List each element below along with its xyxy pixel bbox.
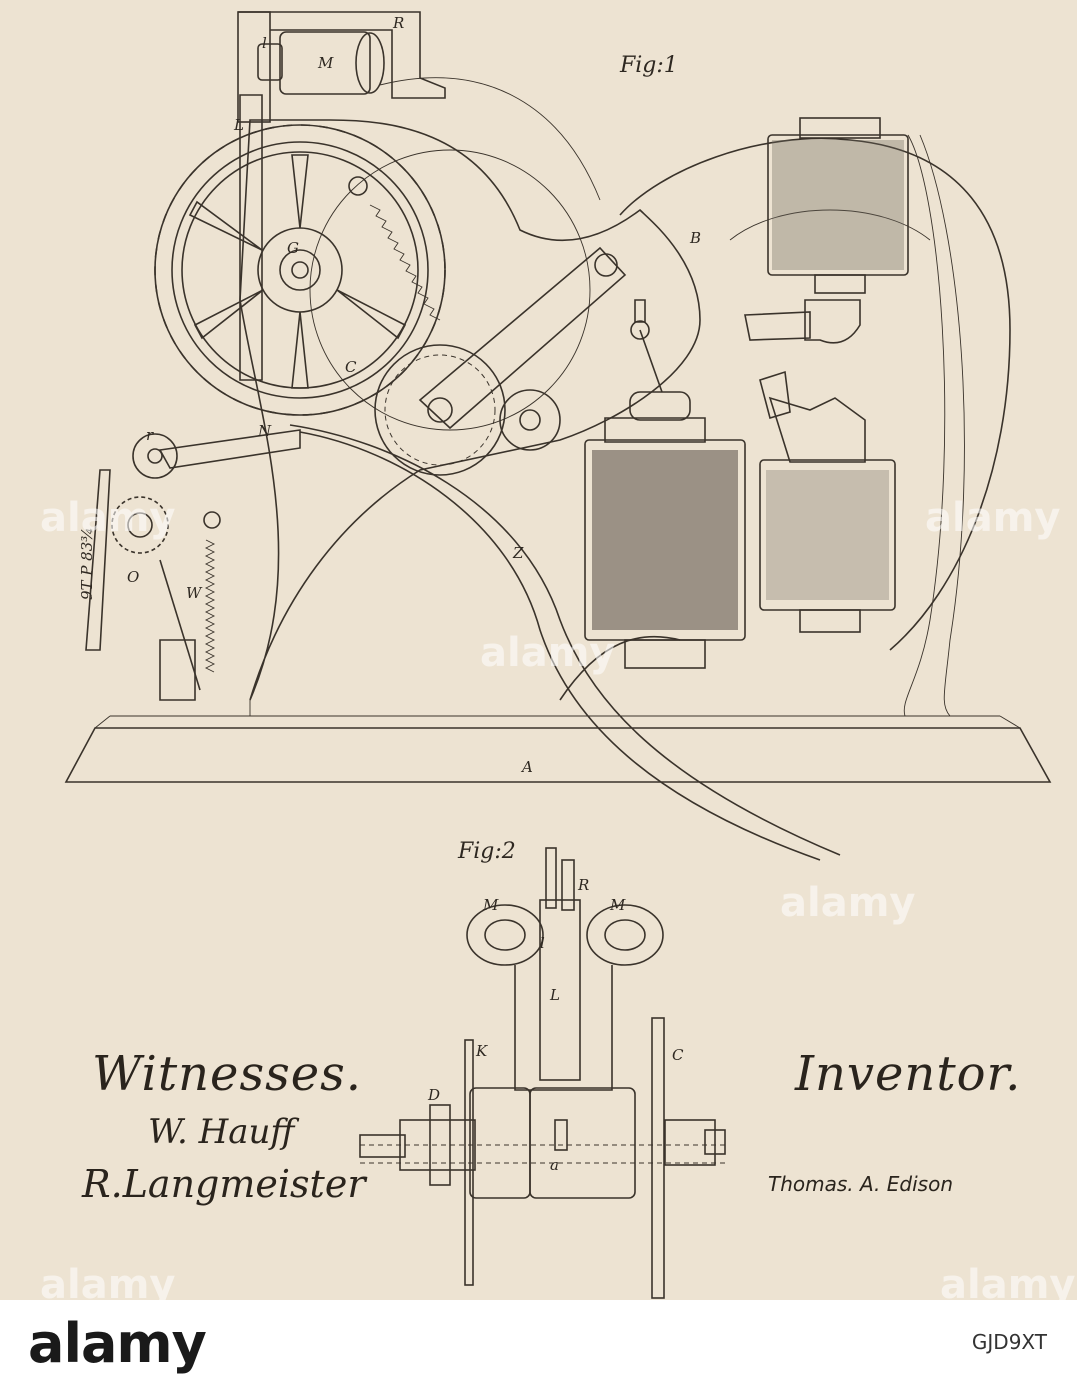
fig2-label-D: D <box>427 1086 440 1104</box>
fig1-label-M: M <box>317 54 334 72</box>
watermark-text: alamy <box>40 1262 175 1300</box>
lever-N <box>160 430 300 468</box>
fig1-label-Z: Z <box>512 544 524 562</box>
inventor-signature: Thomas. A. Edison <box>768 1172 953 1196</box>
watermark-text: alamy <box>480 630 615 676</box>
witness-signature-1: W. Hauff <box>148 1112 295 1152</box>
fig2-hub-right <box>530 1088 635 1198</box>
spring-W <box>206 540 214 672</box>
fig2-label-M-left: M <box>482 896 499 914</box>
fig1-label-C: C <box>345 358 357 376</box>
alamy-logo[interactable]: alamy <box>28 1312 206 1375</box>
fig1-label-r: r <box>146 426 154 444</box>
fig1-label: Fig:1 <box>619 53 678 78</box>
fig1-label-W: W <box>186 584 203 602</box>
electromagnet-lower-left <box>585 300 745 668</box>
fig1-label-G: G <box>287 239 299 257</box>
watermark-text: alamy <box>925 495 1060 541</box>
watermark-text: alamy <box>940 1262 1075 1300</box>
fig1-label-N: N <box>257 422 272 440</box>
fig1-label-O: O <box>127 568 139 586</box>
fig2-label-l: l <box>540 934 545 952</box>
fig2-label-C: C <box>672 1046 684 1064</box>
fig2-label: Fig:2 <box>457 839 516 864</box>
gear-wheel-C <box>155 125 445 415</box>
witnesses-heading: Witnesses. <box>92 1046 362 1102</box>
fig1-label-A: A <box>520 758 533 776</box>
fig2-label-a: a <box>550 1156 559 1174</box>
electromagnet-upper-right <box>745 118 908 343</box>
fig2-label-K: K <box>475 1042 488 1060</box>
arm-lever <box>420 248 625 428</box>
patent-drawing-sheet: Fig:1 Fig:2 R M l L B G C r N Z O W A 9T… <box>0 0 1077 1300</box>
spring-upper <box>370 205 440 320</box>
fig2-hub-left <box>470 1088 530 1198</box>
top-bracket <box>238 12 270 122</box>
watermark-text: alamy <box>780 880 915 926</box>
fig1-label-B: B <box>689 229 701 247</box>
stock-footer-bar: alamy GJD9XT <box>0 1300 1077 1390</box>
fig2-drawing <box>360 848 725 1298</box>
fig1-label-l: l <box>262 34 267 52</box>
witness-signature-2: R.Langmeister <box>82 1162 365 1206</box>
base-plate <box>66 728 1050 782</box>
watermark-text: alamy <box>40 495 175 541</box>
fig1-label-R: R <box>392 14 404 32</box>
fig2-label-R: R <box>577 876 589 894</box>
fig1-label-L: L <box>233 116 244 134</box>
electromagnet-lower-right <box>760 372 895 632</box>
fig2-label-L: L <box>549 986 560 1004</box>
fig2-label-M-right: M <box>609 896 626 914</box>
fig1-drawing <box>66 12 1050 860</box>
inventor-heading: Inventor. <box>795 1046 1021 1102</box>
image-id: GJD9XT <box>972 1330 1047 1354</box>
